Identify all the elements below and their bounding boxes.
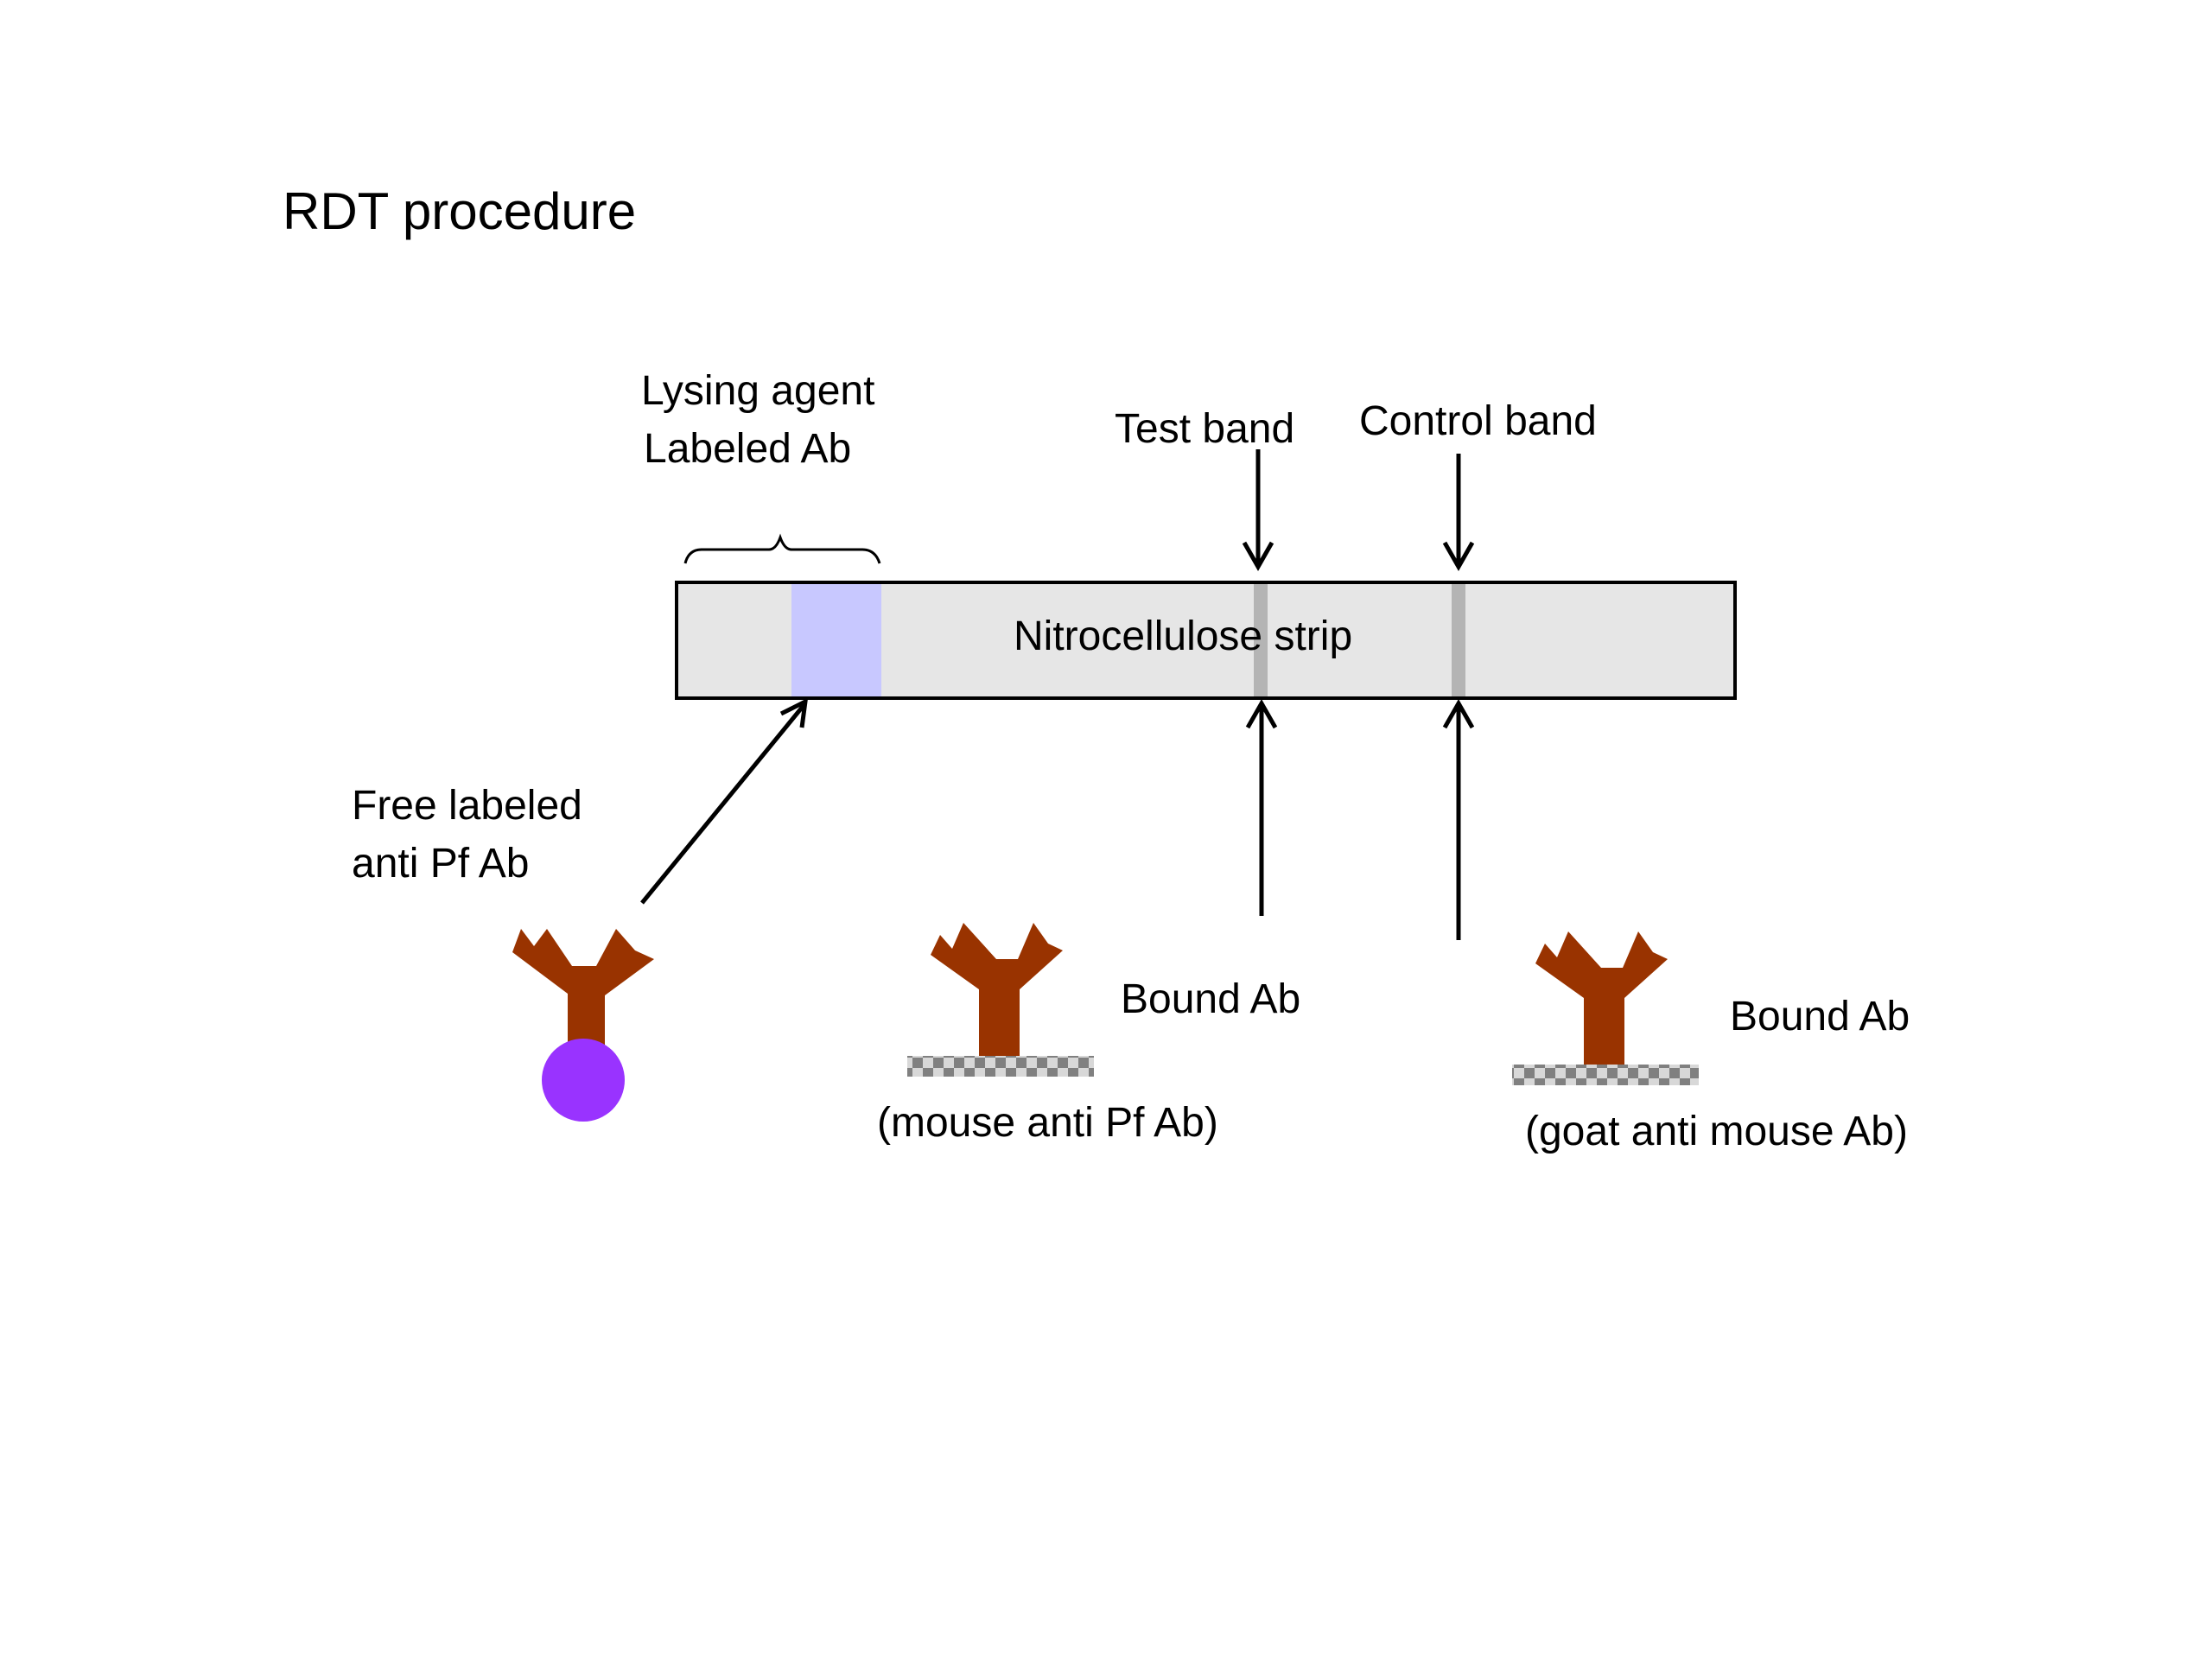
lysing-agent-label: Lysing agent	[641, 368, 874, 414]
antibody-icon	[512, 929, 654, 1050]
pad-brace	[683, 533, 881, 564]
control-band-down-arrow	[1442, 454, 1475, 572]
conjugate-pad	[791, 584, 881, 696]
free-labeled-label: Free labeled	[352, 783, 582, 829]
test-bound-antibody	[907, 923, 1094, 1077]
test-band-label: Test band	[1115, 406, 1294, 452]
control-band-label: Control band	[1359, 398, 1597, 444]
antibody-icon	[931, 923, 1063, 1063]
goat-anti-mouse-label: (goat anti mouse Ab)	[1525, 1109, 1908, 1154]
control-band	[1452, 584, 1465, 696]
slide-title: RDT procedure	[283, 182, 637, 240]
mouse-anti-pf-label: (mouse anti Pf Ab)	[877, 1100, 1218, 1146]
test-band	[1254, 584, 1268, 696]
strip-label: Nitrocellulose strip	[1014, 613, 1352, 659]
membrane-surface	[1512, 1065, 1699, 1085]
test-band-up-arrow	[1245, 698, 1278, 916]
control-bound-antibody	[1512, 931, 1699, 1085]
free-ab-diagonal-arrow	[640, 697, 809, 905]
label-dot-icon	[542, 1039, 625, 1122]
bound-ab-control-label: Bound Ab	[1730, 994, 1910, 1039]
labeled-ab-label: Labeled Ab	[644, 426, 851, 472]
free-labeled-antibody	[512, 929, 654, 1122]
antibody-icon	[1535, 931, 1668, 1071]
anti-pf-ab-label: anti Pf Ab	[352, 841, 529, 887]
control-band-up-arrow	[1442, 698, 1475, 940]
test-band-down-arrow	[1242, 449, 1274, 572]
membrane-surface	[907, 1056, 1094, 1077]
bound-ab-test-label: Bound Ab	[1121, 976, 1300, 1022]
